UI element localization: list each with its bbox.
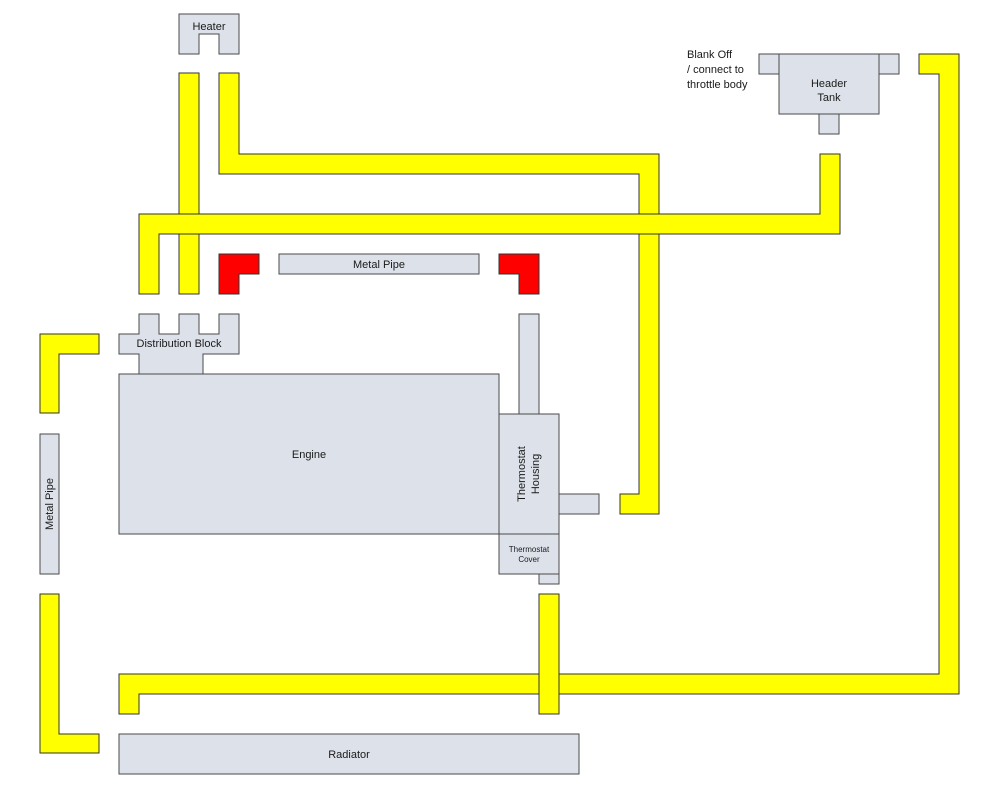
metal-pipe-left-label: Metal Pipe [44, 478, 56, 530]
radiator-label: Radiator [328, 749, 370, 761]
red-elbow-left [218, 253, 260, 295]
elbows [218, 253, 540, 295]
metal-pipe-top [278, 253, 480, 275]
thermostat-housing-label-2: Housing [530, 454, 542, 494]
hose-left-upper [39, 333, 100, 414]
distribution-block-label: Distribution Block [137, 338, 222, 350]
hose-header-tank [138, 153, 841, 295]
thermostat-outlet-pipe [518, 313, 540, 415]
red-elbow-right [498, 253, 540, 295]
header-tank-left-stub [758, 53, 780, 75]
thermostat-housing-label-1: Thermostat [516, 446, 528, 502]
metal-pipe-top-label: Metal Pipe [353, 259, 405, 271]
thermostat-cover-label-1: Thermostat [509, 545, 550, 554]
hose-radiator-long [118, 53, 960, 715]
blank-off-label-3: throttle body [687, 79, 748, 91]
radiator [118, 733, 580, 775]
distribution-block [118, 313, 240, 375]
blank-off-label-1: Blank Off [687, 49, 733, 61]
thermostat-side-outlet [558, 493, 600, 515]
thermostat-cover [498, 533, 560, 575]
header-tank-bottom-stub [818, 113, 840, 135]
header-tank-label-2: Tank [817, 92, 841, 104]
hose-left-lower [39, 593, 100, 754]
heater-box [178, 13, 240, 55]
header-tank-label-1: Header [811, 78, 847, 90]
hose-heater-return [218, 72, 660, 515]
hoses [39, 53, 960, 754]
header-tank-right-stub [878, 53, 900, 75]
thermostat-cover-label-2: Cover [518, 555, 540, 564]
blank-off-label-2: / connect to [687, 64, 744, 76]
hose-heater-feed [178, 72, 200, 295]
hose-thermostat-radiator [538, 593, 560, 715]
metal-pipe-left [39, 433, 60, 575]
thermostat-cover-outlet [538, 573, 560, 585]
engine-block [118, 373, 500, 535]
components: Heater Header Tank Blank Off / connect t… [39, 13, 900, 775]
thermostat-housing [498, 413, 560, 535]
engine-label: Engine [292, 449, 326, 461]
header-tank-box [778, 53, 880, 115]
heater-label: Heater [192, 21, 225, 33]
